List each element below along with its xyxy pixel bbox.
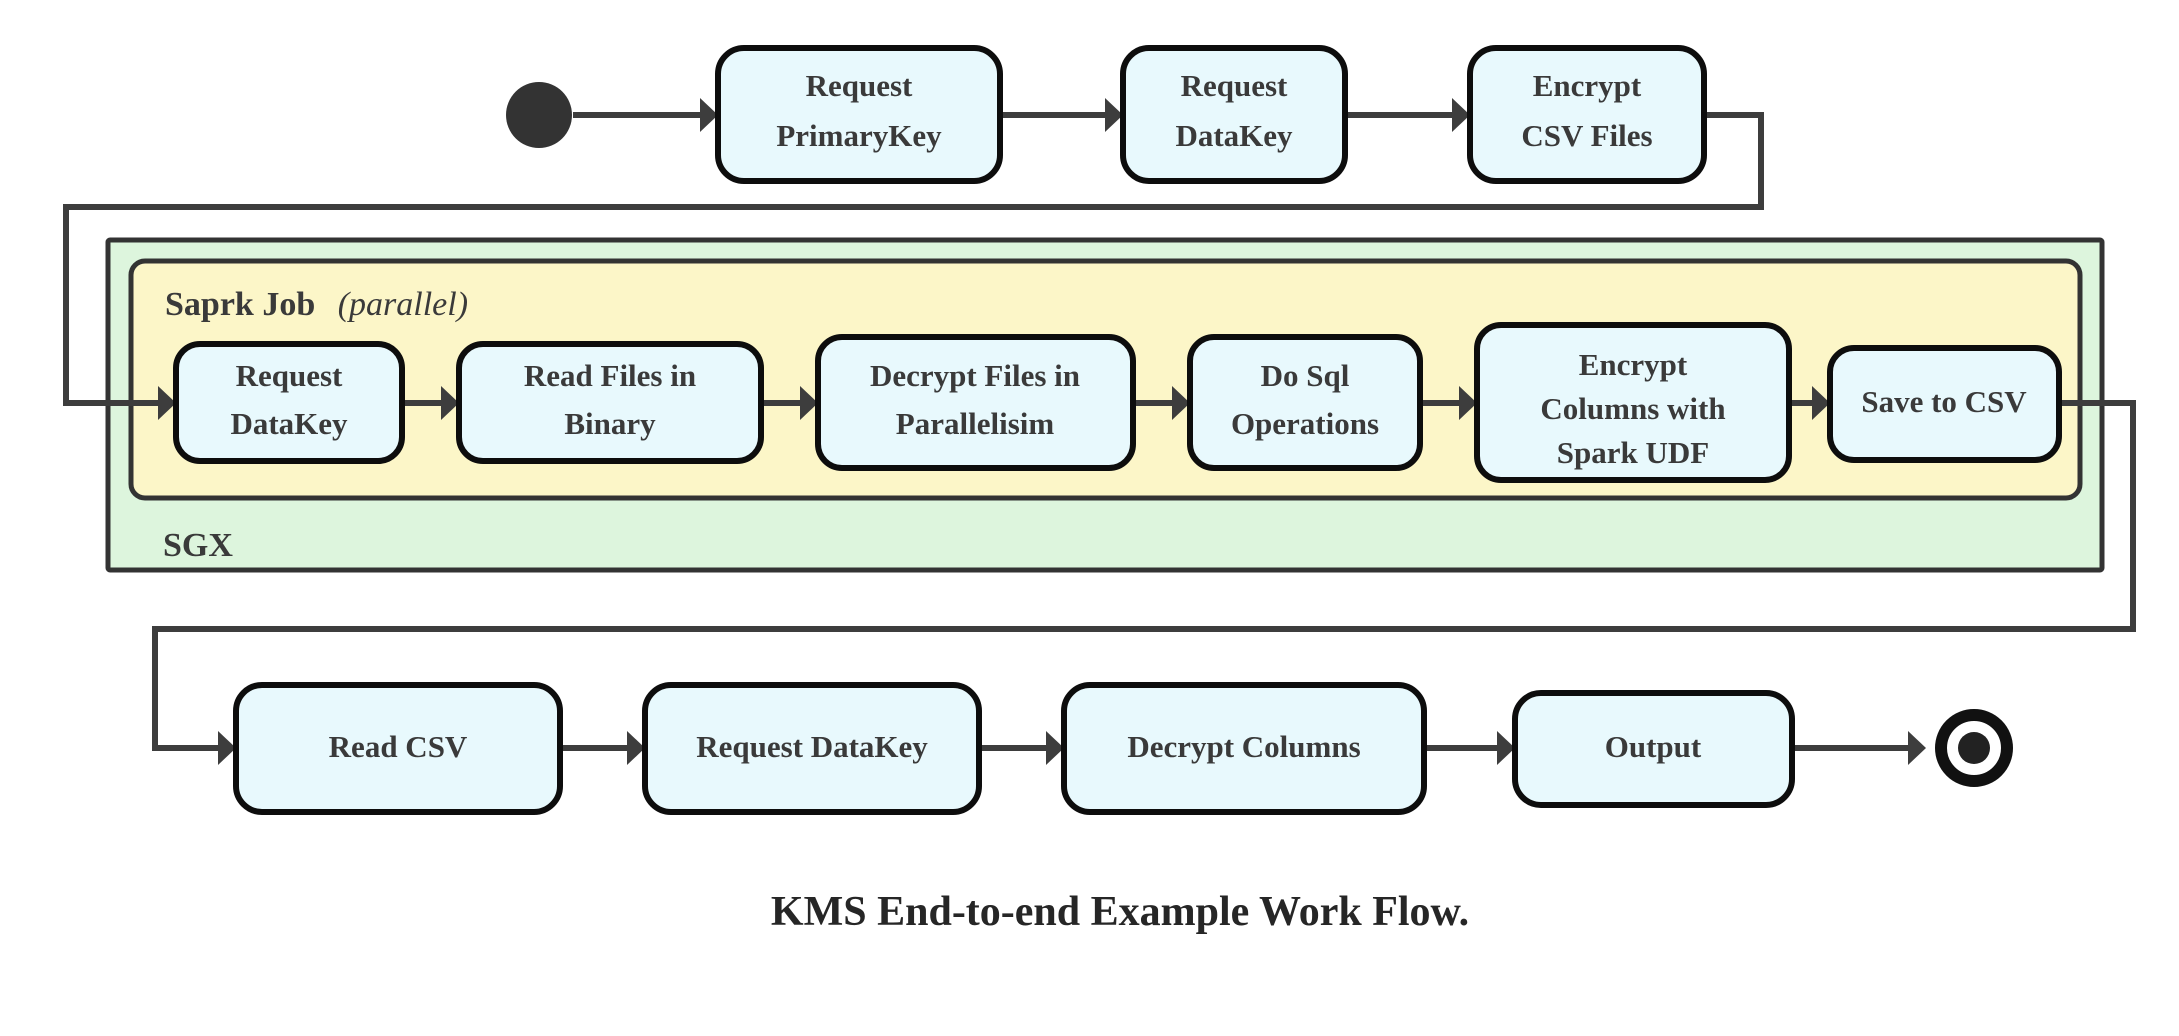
node-label-line1: Decrypt Columns [1127, 729, 1360, 764]
edge-decrypt-files-to-do-sql [1133, 386, 1190, 420]
node-request-primarykey[interactable]: Request PrimaryKey [715, 45, 1003, 184]
node-label-line2: Columns with [1540, 391, 1725, 426]
edge-output-to-end [1792, 731, 1926, 765]
edge-encrypt-columns-to-save-csv [1789, 386, 1830, 420]
node-read-csv[interactable]: Read CSV [233, 682, 563, 815]
node-label-line1: Request [806, 68, 913, 103]
edge-read-csv-to-request-datakey [560, 731, 645, 765]
node-label-line1: Do Sql [1261, 358, 1350, 393]
node-label-line1: Request [236, 358, 343, 393]
node-label-line2: PrimaryKey [776, 118, 942, 153]
sgx-label-text: SGX [163, 527, 233, 564]
spark-job-label: Saprk Job (parallel) [165, 286, 468, 323]
caption-text: KMS End-to-end Example Work Flow. [771, 889, 1469, 935]
node-label-line2: Binary [564, 406, 656, 441]
edge-request-datakey-to-decrypt-columns [979, 731, 1064, 765]
node-label-line2: DataKey [1175, 118, 1293, 153]
node-label-line2: Operations [1231, 406, 1379, 441]
node-label-line2: Parallelisim [896, 406, 1055, 441]
node-label-line1: Read CSV [329, 729, 468, 764]
node-label-line1: Encrypt [1579, 347, 1688, 382]
node-do-sql-operations[interactable]: Do Sql Operations [1187, 334, 1423, 471]
node-request-datakey-top[interactable]: Request DataKey [1120, 45, 1348, 184]
node-label-line3: Spark UDF [1557, 435, 1709, 470]
spark-job-label-bold: Saprk Job [165, 286, 315, 323]
node-label-line1: Request DataKey [696, 729, 928, 764]
node-decrypt-columns[interactable]: Decrypt Columns [1061, 682, 1427, 815]
node-label-line1: Decrypt Files in [870, 358, 1080, 393]
node-label-line2: DataKey [230, 406, 348, 441]
edge-do-sql-to-encrypt-columns [1420, 386, 1477, 420]
sgx-label: SGX [163, 527, 233, 564]
node-encrypt-csv-files[interactable]: Encrypt CSV Files [1467, 45, 1707, 184]
diagram-caption: KMS End-to-end Example Work Flow. [771, 889, 1469, 935]
edge-primarykey-to-datakey [1000, 98, 1123, 132]
edge-save-csv-to-read-csv [152, 400, 2136, 765]
svg-text:Saprk Job (parallel): Saprk Job (parallel) [165, 286, 468, 323]
end-node [1935, 709, 2013, 787]
edge-datakey-to-encrypt-csv [1345, 98, 1470, 132]
edge-spark-datakey-to-read-files [402, 386, 459, 420]
node-label-line1: Read Files in [524, 358, 696, 393]
spark-job-label-italic: (parallel) [338, 286, 468, 323]
node-label-line1: Encrypt [1533, 68, 1642, 103]
node-decrypt-files-in-parallelisim[interactable]: Decrypt Files in Parallelisim [815, 334, 1136, 471]
node-label-line1: Output [1605, 729, 1702, 764]
node-request-datakey-spark[interactable]: Request DataKey [173, 341, 405, 464]
edge-encrypt-csv-to-spark-datakey [63, 112, 1764, 420]
node-output[interactable]: Output [1512, 690, 1795, 808]
node-label-line2: CSV Files [1521, 118, 1652, 153]
node-read-files-in-binary[interactable]: Read Files in Binary [456, 341, 764, 464]
start-node [506, 82, 572, 148]
node-save-to-csv[interactable]: Save to CSV [1827, 345, 2062, 463]
node-label-line1: Request [1181, 68, 1288, 103]
edge-read-files-to-decrypt-files [761, 386, 818, 420]
node-encrypt-columns-with-spark-udf[interactable]: Encrypt Columns with Spark UDF [1474, 322, 1792, 483]
node-label-line1: Save to CSV [1861, 384, 2027, 419]
edge-start-to-request-primarykey [573, 98, 718, 132]
node-request-datakey-bottom[interactable]: Request DataKey [642, 682, 982, 815]
edge-decrypt-columns-to-output [1424, 731, 1515, 765]
